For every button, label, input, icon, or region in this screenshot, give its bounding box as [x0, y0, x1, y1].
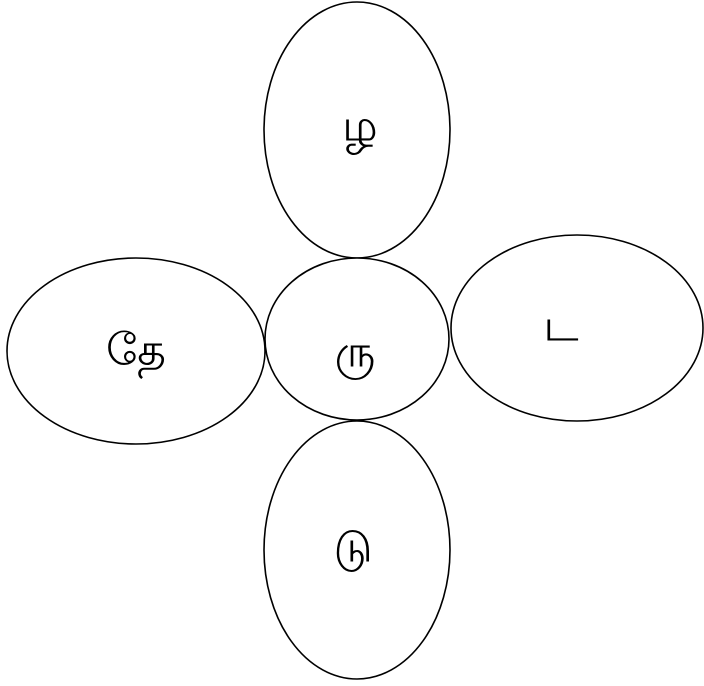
- petal-bottom: டு: [263, 420, 451, 680]
- center-circle: ரு: [264, 257, 450, 421]
- petal-left: தே: [6, 257, 266, 445]
- petal-right: ட: [450, 234, 704, 422]
- center-circle-ellipse: [264, 257, 450, 421]
- petal-bottom-letter: டு: [333, 522, 372, 573]
- petal-right-ellipse: [450, 234, 704, 422]
- petal-top: ழ: [263, 1, 451, 259]
- petal-right-letter: ட: [543, 301, 578, 352]
- petal-left-letter: தே: [106, 325, 166, 379]
- petal-left-ellipse: [6, 257, 266, 445]
- petal-top-letter: ழ: [342, 101, 377, 156]
- petal-bottom-ellipse: [263, 420, 451, 680]
- center-letter: ரு: [335, 327, 376, 381]
